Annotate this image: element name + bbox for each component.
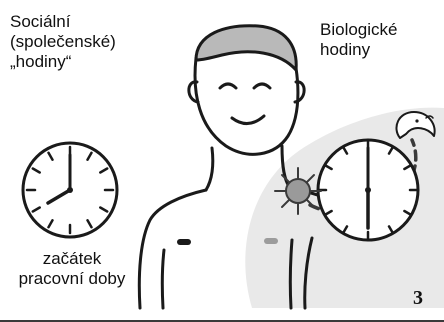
biological-clock-icon <box>318 140 418 240</box>
person-eye-left <box>220 84 236 88</box>
work-start-label-line1: začátek <box>2 249 142 269</box>
person-mouth <box>232 116 264 124</box>
person-nipple-left <box>177 239 191 245</box>
work-start-label-line2: pracovní doby <box>2 269 142 289</box>
person-left-shoulder <box>139 190 206 308</box>
figure-number: 3 <box>413 287 423 309</box>
person-neck-left <box>206 148 213 190</box>
person-hair <box>196 26 296 70</box>
person-right-side-inner <box>290 240 292 308</box>
biological-clock-label-line1: Biologické <box>320 20 435 40</box>
person-left-armpit <box>162 250 164 308</box>
person-nipple-right <box>264 238 278 244</box>
person-eye-right <box>254 84 270 88</box>
social-clock-label-line2: (společenské) <box>10 32 180 52</box>
work-start-label: začátek pracovní doby <box>2 249 142 289</box>
social-clock-label-line1: Sociální <box>10 12 180 32</box>
biological-clock-label: Biologické hodiny <box>320 20 435 60</box>
social-clock-icon <box>23 143 117 237</box>
sun-icon <box>275 168 321 214</box>
biological-clock-label-line2: hodiny <box>320 40 435 60</box>
social-clock-label-line3: „hodiny“ <box>10 52 180 72</box>
social-clock-label: Sociální (společenské) „hodiny“ <box>10 12 180 72</box>
person-head <box>195 58 298 154</box>
